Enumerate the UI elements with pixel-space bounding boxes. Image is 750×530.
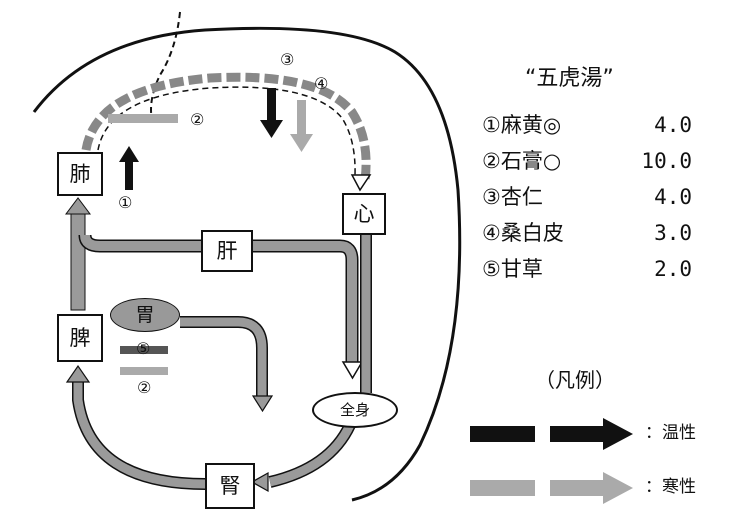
herb-amount: 10.0: [641, 149, 692, 173]
body-kidney-arrowhead: [250, 471, 269, 493]
warm-down-arrow: [260, 88, 283, 138]
formula-row: ④桑白皮 3.0: [482, 223, 692, 253]
legend-title: （凡例）: [535, 368, 615, 392]
legend-warm-bar: [470, 426, 535, 442]
legend-warm-label: ：温性: [645, 423, 696, 443]
node-whole-body: 全身: [312, 392, 398, 428]
formula-row: ②石膏○ 10.0: [482, 151, 692, 181]
herb-name: ③杏仁: [482, 185, 543, 209]
formula-row: ⑤甘草 2.0: [482, 259, 692, 289]
legend-cold-label: ：寒性: [645, 477, 696, 497]
herb-amount: 4.0: [654, 185, 692, 209]
legend-cold-arrow: [550, 472, 633, 504]
node-heart: 心: [342, 193, 386, 235]
marker-2-bottom: ②: [137, 378, 152, 397]
kidney-spleen-arrowhead: [65, 364, 91, 383]
lung-heart-arc-inner: [97, 86, 356, 176]
marker-5: ⑤: [136, 339, 151, 358]
warm-up-arrow: [119, 146, 139, 190]
cold-bar-2: [120, 367, 168, 375]
herb-name: ④桑白皮: [482, 221, 564, 245]
cold-bar-top: [108, 114, 178, 123]
marker-3: ③: [280, 50, 295, 69]
marker-4: ④: [314, 74, 329, 93]
body-kidney-flow: [268, 422, 356, 488]
node-liver: 肝: [201, 230, 253, 272]
herb-amount: 2.0: [654, 257, 692, 281]
warm-bar-5: [120, 346, 168, 354]
herb-amount: 3.0: [654, 221, 692, 245]
herb-name: ①麻黄◎: [482, 113, 562, 137]
stomach-flow-arrowhead: [251, 395, 274, 413]
arc-arrowhead: [350, 174, 372, 192]
formula-row: ③杏仁 4.0: [482, 187, 692, 217]
marker-1: ①: [118, 193, 133, 212]
node-spleen: 脾: [57, 314, 103, 362]
legend-warm-arrow: [550, 418, 633, 450]
legend-cold-bar: [470, 480, 535, 496]
body-outline: [32, 26, 462, 502]
lung-heart-arc: [81, 72, 371, 181]
herb-amount: 4.0: [654, 113, 692, 137]
spleen-lung-flow: [65, 197, 91, 311]
stomach-flow: [180, 316, 268, 398]
herb-name: ⑤甘草: [482, 257, 543, 281]
herb-name: ②石膏○: [482, 149, 562, 173]
formula-row: ①麻黄◎ 4.0: [482, 115, 692, 145]
inhale-dashed-path: [150, 11, 181, 121]
formula-title: “五虎湯”: [525, 66, 614, 91]
node-lung: 肺: [57, 152, 103, 196]
node-stomach: 胃: [110, 298, 180, 332]
cold-down-arrow: [290, 100, 313, 152]
liver-flow-arrowhead: [341, 361, 364, 380]
node-kidney: 腎: [205, 463, 255, 509]
marker-2-top: ②: [190, 110, 205, 129]
